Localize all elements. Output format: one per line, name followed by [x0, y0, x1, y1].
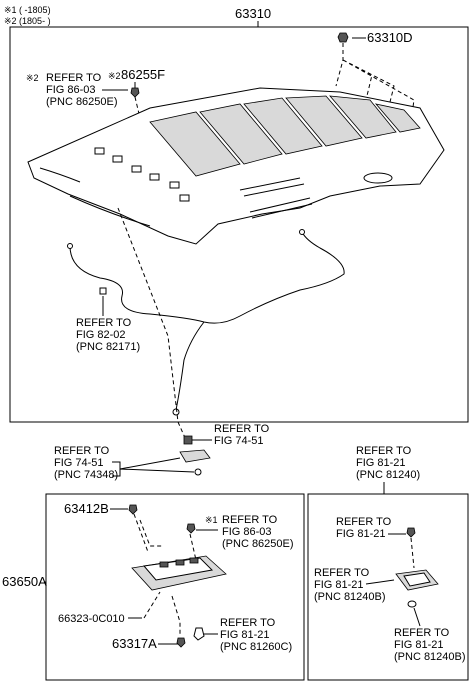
clip-81-21-icon[interactable] [406, 527, 416, 538]
part-number-86255f[interactable]: 86255F [121, 67, 165, 82]
ref-74348-line2[interactable]: FIG 74-51 [54, 457, 104, 469]
ref-86250e-box-line2[interactable]: FIG 86-03 [222, 526, 272, 538]
headliner-edge-lines [39, 167, 151, 227]
clip-63310d-leader-lines [335, 43, 415, 129]
console-dashed-leaders [133, 513, 197, 561]
room-lamp-dashed [410, 537, 415, 569]
ref-81260c-line3: (PNC 81260C) [220, 641, 292, 653]
ref-81260c-line1: REFER TO [220, 617, 276, 629]
wire-connector-left [67, 243, 73, 249]
ref-81260c-line2[interactable]: FIG 81-21 [220, 629, 270, 641]
wire-harness[interactable] [69, 231, 345, 324]
ref-81240b-left-line2[interactable]: FIG 81-21 [314, 579, 364, 591]
wire-connector-bottom [172, 408, 180, 416]
screw-63412b-icon[interactable] [128, 504, 138, 515]
ref-81240-line1: REFER TO [356, 445, 412, 457]
ref-81240-line3: (PNC 81240) [356, 469, 420, 481]
ref-86250e-box-line3: (PNC 86250E) [222, 538, 294, 550]
console-switch-1 [159, 561, 169, 568]
headliner-to-console-dashed [117, 207, 187, 441]
wire-harness-branch [175, 321, 205, 411]
ref-81240b-left-line1: REFER TO [314, 567, 370, 579]
ref-86250e-box-mark: ※1 [205, 515, 218, 525]
console-assy-frame [45, 493, 305, 681]
headliner-vent-strip-1 [239, 177, 305, 197]
small-screw-icon [194, 468, 202, 476]
headliner-rib-4 [285, 95, 363, 147]
part-number-63310d[interactable]: 63310D [367, 30, 413, 45]
headliner-pad-6 [179, 194, 190, 202]
ref-74-51-short-line1: REFER TO [214, 423, 270, 435]
ref-86250e-top-line2[interactable]: FIG 86-03 [46, 84, 96, 96]
part-number-63310[interactable]: 63310 [235, 6, 271, 21]
ref-81240b-left-line3: (PNC 81240B) [314, 591, 386, 603]
headliner-pad-1 [94, 147, 105, 155]
ref-81-21-short-line1: REFER TO [336, 516, 392, 528]
ref-81240b-right-line1: REFER TO [394, 627, 450, 639]
clip-63310d-icon[interactable] [337, 32, 349, 43]
part-number-63650a[interactable]: 63650A [2, 574, 47, 589]
clip-74-51-icon[interactable] [183, 435, 193, 445]
part-number-66323-0c010[interactable]: 66323-0C010 [58, 613, 125, 625]
ref-82171-line2[interactable]: FIG 82-02 [76, 329, 126, 341]
headliner-rib-3 [243, 97, 323, 155]
legend-line-1: ※1 ( -1805) [4, 5, 51, 15]
console-switch-2 [175, 559, 185, 566]
leader-ref-81240b-left [365, 579, 395, 585]
headliner-vent-strip-2 [249, 197, 313, 219]
ref-82171-line3: (PNC 82171) [76, 341, 140, 353]
headliner-rib-6 [374, 103, 421, 133]
ref-74348-line1: REFER TO [54, 445, 110, 457]
headliner-lamp-recess [363, 172, 393, 184]
leader-ref-74348 [112, 457, 195, 477]
bulb-81240b-icon[interactable] [407, 600, 417, 608]
legend-line-2: ※2 (1805- ) [4, 16, 51, 26]
headliner-pad-5 [169, 181, 180, 189]
headliner-rib-1 [149, 111, 241, 177]
part-number-63412b[interactable]: 63412B [64, 501, 109, 516]
headliner-pad-4 [149, 173, 160, 181]
room-lamp-lens [403, 572, 431, 587]
small-lamp-icon[interactable] [179, 449, 211, 463]
headliner-rib-5 [329, 95, 397, 139]
ref-81240-line2[interactable]: FIG 81-21 [356, 457, 406, 469]
ref-74348-line3: (PNC 74348) [54, 469, 118, 481]
ref-74-51-short-line2[interactable]: FIG 74-51 [214, 435, 264, 447]
room-lamp-frame [307, 493, 469, 681]
headliner-rib-2 [199, 103, 283, 165]
ref-81-21-short-line2[interactable]: FIG 81-21 [336, 528, 386, 540]
ref-86250e-top-line3: (PNC 86250E) [46, 96, 118, 108]
headliner-frame [9, 26, 469, 423]
headliner-pad-2 [112, 155, 123, 163]
clip-86250e-icon[interactable] [186, 523, 196, 534]
console-lower-dashed [143, 591, 181, 636]
wire-connector-right [299, 229, 305, 235]
clip-63317a-icon[interactable] [176, 637, 186, 648]
wire-connector-82171 [99, 287, 107, 295]
clip-86255f-mark: ※2 [108, 71, 121, 81]
headliner-pad-3 [131, 165, 142, 173]
console-switch-3 [189, 557, 199, 564]
leader-ref-81240b-right [413, 607, 421, 627]
ref-86250e-top-line1: REFER TO [46, 72, 102, 84]
ref-86250e-box-line1: REFER TO [222, 514, 278, 526]
part-number-63317a[interactable]: 63317A [112, 636, 157, 651]
ref-81240b-right-line2[interactable]: FIG 81-21 [394, 639, 444, 651]
ref-86250e-top-mark: ※2 [26, 73, 39, 83]
ref-82171-line1: REFER TO [76, 317, 132, 329]
clip-86255f-icon[interactable] [130, 87, 140, 98]
bulb-81260c-icon[interactable] [193, 627, 205, 641]
ref-81240b-right-line3: (PNC 81240B) [394, 651, 466, 663]
